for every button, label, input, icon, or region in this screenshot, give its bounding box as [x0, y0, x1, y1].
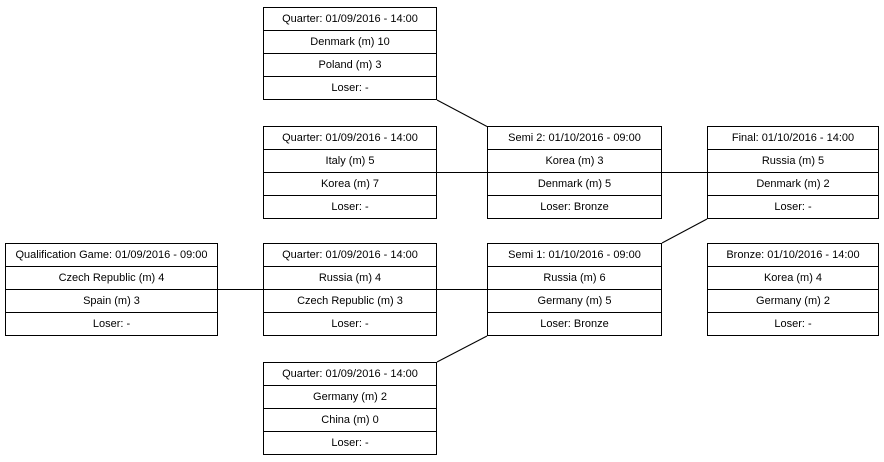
- match-box-final: Final: 01/10/2016 - 14:00 Russia (m) 5 D…: [707, 126, 879, 219]
- match-title: Qualification Game: 01/09/2016 - 09:00: [6, 244, 217, 267]
- match-team-2: Denmark (m) 2: [708, 173, 878, 196]
- match-box-qualification-game: Qualification Game: 01/09/2016 - 09:00 C…: [5, 243, 218, 336]
- match-box-quarter-4: Quarter: 01/09/2016 - 14:00 Germany (m) …: [263, 362, 437, 455]
- match-team-2: Spain (m) 3: [6, 290, 217, 313]
- match-team-1: Korea (m) 3: [488, 150, 661, 173]
- connector-semi1-to-final: [661, 218, 708, 244]
- match-box-quarter-2: Quarter: 01/09/2016 - 14:00 Italy (m) 5 …: [263, 126, 437, 219]
- match-loser: Loser: -: [6, 313, 217, 335]
- match-team-1: Russia (m) 4: [264, 267, 436, 290]
- match-team-2: China (m) 0: [264, 409, 436, 432]
- match-title: Quarter: 01/09/2016 - 14:00: [264, 244, 436, 267]
- match-team-1: Italy (m) 5: [264, 150, 436, 173]
- match-team-2: Germany (m) 2: [708, 290, 878, 313]
- match-team-1: Germany (m) 2: [264, 386, 436, 409]
- connector-quarter1-to-semi2: [436, 99, 488, 127]
- match-title: Semi 1: 01/10/2016 - 09:00: [488, 244, 661, 267]
- match-team-2: Poland (m) 3: [264, 54, 436, 77]
- match-title: Final: 01/10/2016 - 14:00: [708, 127, 878, 150]
- match-box-semi-1: Semi 1: 01/10/2016 - 09:00 Russia (m) 6 …: [487, 243, 662, 336]
- match-box-bronze: Bronze: 01/10/2016 - 14:00 Korea (m) 4 G…: [707, 243, 879, 336]
- match-box-quarter-3: Quarter: 01/09/2016 - 14:00 Russia (m) 4…: [263, 243, 437, 336]
- match-team-1: Korea (m) 4: [708, 267, 878, 290]
- match-box-quarter-1: Quarter: 01/09/2016 - 14:00 Denmark (m) …: [263, 7, 437, 100]
- match-loser: Loser: -: [264, 313, 436, 335]
- match-team-1: Czech Republic (m) 4: [6, 267, 217, 290]
- match-loser: Loser: Bronze: [488, 196, 661, 218]
- connector-quarter4-to-semi1: [436, 335, 488, 363]
- match-title: Quarter: 01/09/2016 - 14:00: [264, 127, 436, 150]
- match-loser: Loser: Bronze: [488, 313, 661, 335]
- match-loser: Loser: -: [708, 196, 878, 218]
- match-loser: Loser: -: [264, 432, 436, 454]
- match-loser: Loser: -: [264, 196, 436, 218]
- match-title: Semi 2: 01/10/2016 - 09:00: [488, 127, 661, 150]
- match-team-2: Denmark (m) 5: [488, 173, 661, 196]
- match-loser: Loser: -: [264, 77, 436, 99]
- match-team-2: Czech Republic (m) 3: [264, 290, 436, 313]
- match-team-1: Denmark (m) 10: [264, 31, 436, 54]
- match-team-1: Russia (m) 6: [488, 267, 661, 290]
- match-team-2: Germany (m) 5: [488, 290, 661, 313]
- match-team-2: Korea (m) 7: [264, 173, 436, 196]
- match-title: Bronze: 01/10/2016 - 14:00: [708, 244, 878, 267]
- match-title: Quarter: 01/09/2016 - 14:00: [264, 363, 436, 386]
- match-title: Quarter: 01/09/2016 - 14:00: [264, 8, 436, 31]
- match-loser: Loser: -: [708, 313, 878, 335]
- match-team-1: Russia (m) 5: [708, 150, 878, 173]
- match-box-semi-2: Semi 2: 01/10/2016 - 09:00 Korea (m) 3 D…: [487, 126, 662, 219]
